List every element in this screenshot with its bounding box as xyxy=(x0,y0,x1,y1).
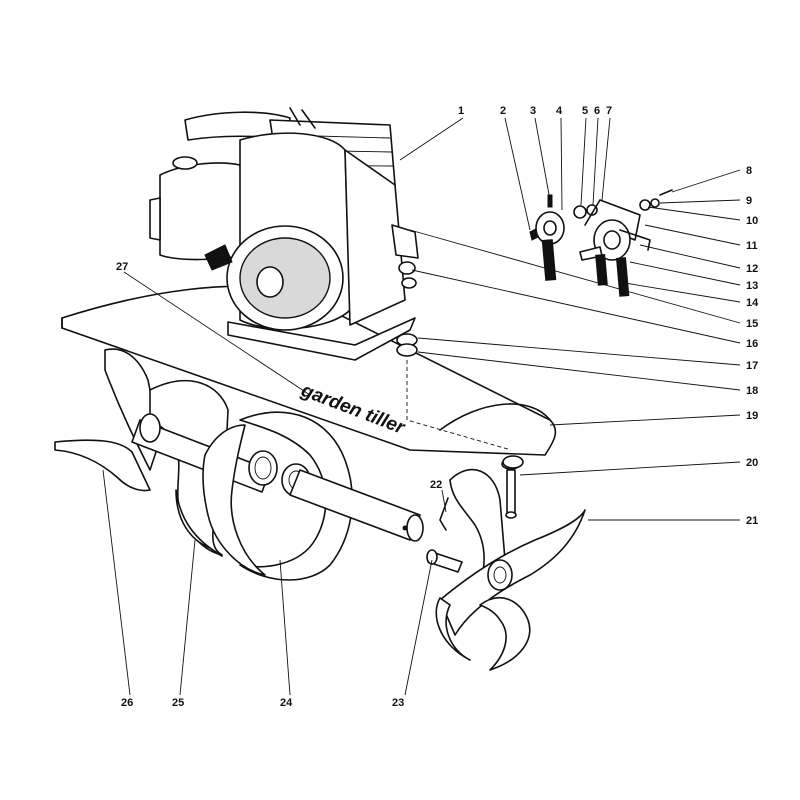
callout-11: 11 xyxy=(746,240,758,252)
callout-10: 10 xyxy=(746,215,758,227)
callout-23: 23 xyxy=(392,697,404,709)
callout-18: 18 xyxy=(746,385,758,397)
callout-9: 9 xyxy=(746,195,752,207)
callout-24: 24 xyxy=(280,697,293,709)
callout-6: 6 xyxy=(594,105,600,117)
callout-19: 19 xyxy=(746,410,758,422)
throttle-control-parts xyxy=(529,189,673,297)
callout-1: 1 xyxy=(458,105,464,117)
hood-shield: garden tiller xyxy=(61,285,557,456)
callout-17: 17 xyxy=(746,360,758,372)
engine xyxy=(149,107,419,361)
right-tine-assembly xyxy=(426,458,586,671)
callout-5: 5 xyxy=(582,105,588,117)
callout-22: 22 xyxy=(430,479,442,491)
spacer-parts xyxy=(396,333,524,469)
left-tine-assembly xyxy=(54,348,424,581)
callout-27: 27 xyxy=(116,261,128,273)
callout-7: 7 xyxy=(606,105,612,117)
callout-leaders xyxy=(102,117,741,696)
callout-13: 13 xyxy=(746,280,758,292)
callout-25: 25 xyxy=(172,697,184,709)
callout-21: 21 xyxy=(746,515,758,527)
callout-15: 15 xyxy=(746,318,758,330)
callout-20: 20 xyxy=(746,457,758,469)
callout-16: 16 xyxy=(746,338,758,350)
callout-26: 26 xyxy=(121,697,133,709)
callout-2: 2 xyxy=(500,105,506,117)
callout-4: 4 xyxy=(556,105,563,117)
callout-14: 14 xyxy=(746,297,759,309)
callout-12: 12 xyxy=(746,263,758,275)
callout-labels: 1 2 3 4 5 6 7 8 9 10 11 12 13 14 15 16 1… xyxy=(116,105,759,709)
callout-3: 3 xyxy=(530,105,536,117)
callout-8: 8 xyxy=(746,165,752,177)
